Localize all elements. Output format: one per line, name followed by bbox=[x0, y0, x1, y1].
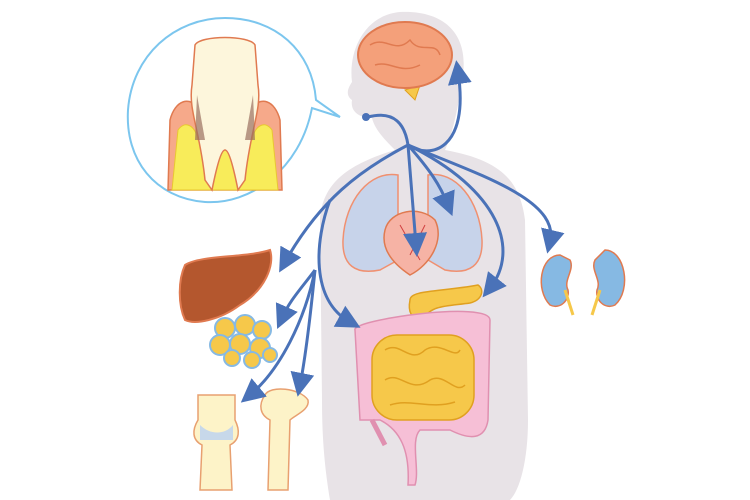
kidneys bbox=[540, 249, 626, 316]
knee-joint bbox=[193, 394, 240, 491]
fat-cells bbox=[209, 314, 278, 369]
intestines bbox=[354, 310, 491, 486]
liver bbox=[178, 248, 273, 323]
brain bbox=[357, 21, 453, 101]
femur bbox=[260, 388, 309, 491]
tooth-callout bbox=[126, 16, 341, 204]
spread-arrows bbox=[240, 60, 565, 403]
tooth bbox=[190, 36, 260, 192]
lungs bbox=[342, 173, 483, 272]
